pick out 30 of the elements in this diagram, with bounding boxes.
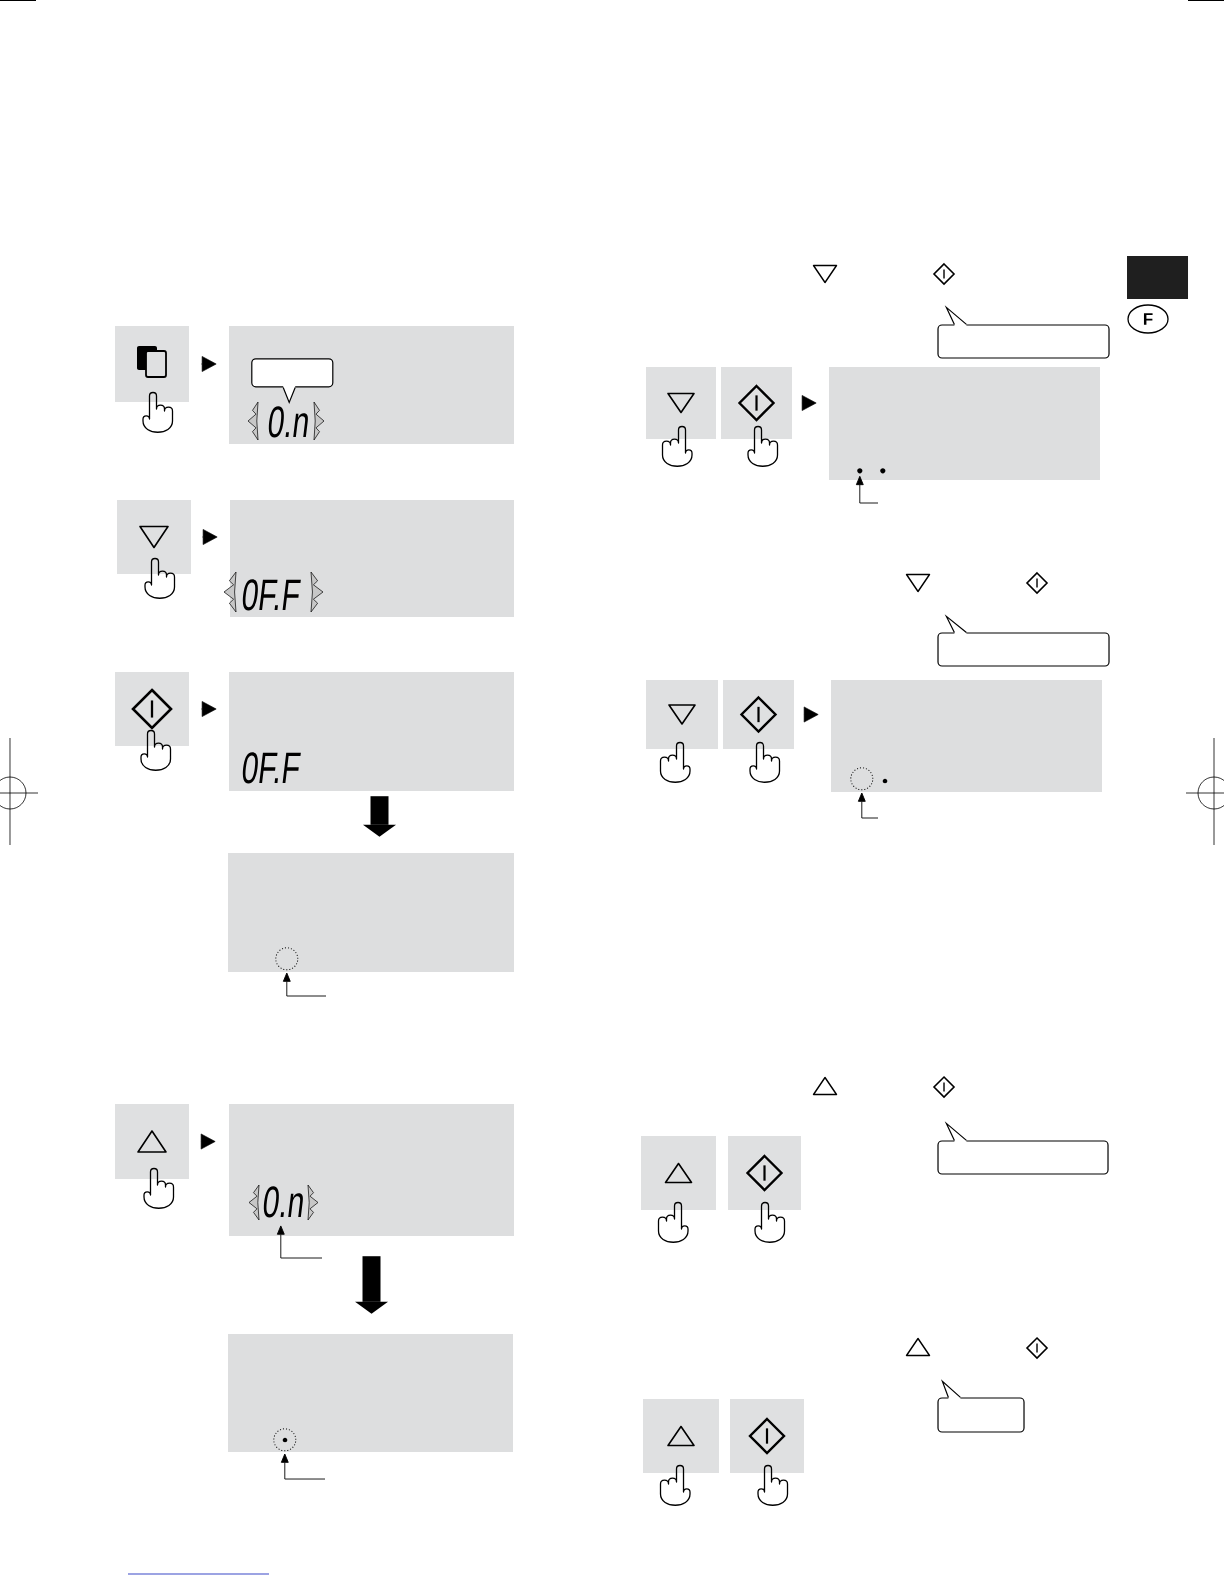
leader-line	[857, 792, 879, 819]
leader-line	[855, 475, 879, 504]
speech-bubble	[937, 1121, 1109, 1175]
dotted-circle	[850, 767, 874, 791]
lcd-display	[228, 1334, 513, 1452]
arrow	[803, 706, 819, 723]
arrow	[200, 701, 217, 717]
down-arrow	[355, 1256, 388, 1314]
speech-bubble	[251, 358, 334, 404]
leader-line	[276, 1225, 323, 1259]
leader-line	[282, 972, 327, 997]
dotted-circle	[273, 1428, 297, 1452]
speech-bubble	[937, 614, 1110, 667]
arrow	[200, 1133, 216, 1150]
lcd-readout: 0F.F	[242, 752, 301, 784]
down-arrow	[363, 796, 396, 837]
arrow	[201, 529, 218, 545]
lcd-readout: 0.n	[263, 1186, 303, 1218]
lcd-readout: 0F.F	[242, 579, 301, 611]
lcd-display	[829, 367, 1100, 480]
section-badge: F	[1127, 304, 1169, 334]
arrow	[801, 395, 817, 411]
speech-bubble	[937, 1379, 1025, 1433]
lcd-display	[228, 853, 514, 972]
lcd-readout: 0.n	[268, 406, 308, 438]
speech-bubble	[937, 305, 1110, 359]
lcd-display	[831, 680, 1102, 792]
dotted-circle	[275, 947, 299, 971]
arrow	[200, 356, 217, 372]
leader-line	[280, 1453, 326, 1480]
